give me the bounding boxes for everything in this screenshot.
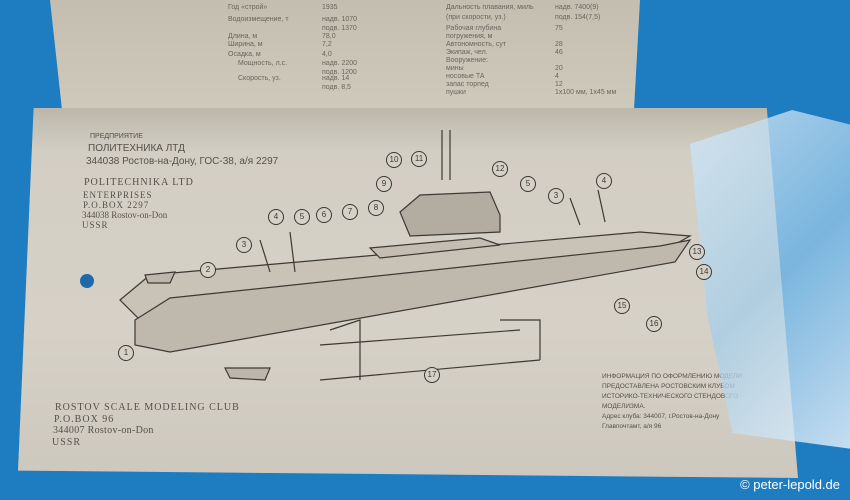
spec-value: 1x100 мм, 1x45 мм [555, 89, 617, 96]
spec-label: Скорость, уз. [238, 75, 281, 82]
company-ru-label: ПРЕДПРИЯТИЕ [90, 133, 143, 140]
rudder-part [224, 367, 271, 381]
watermark: © peter-lepold.de [740, 477, 840, 492]
club-ru-line: МОДЕЛИЗМА. [602, 403, 646, 410]
spec-label: Ширина, м [228, 41, 263, 48]
spec-label: Осадка, м [228, 51, 261, 58]
spec-label: пушки [446, 89, 466, 96]
company-ru-address: 344038 Ростов-на-Дону, ГОС-38, а/я 2297 [86, 156, 279, 167]
spec-value: 1935 [322, 4, 338, 11]
part-number: 1 [118, 345, 134, 361]
part-number: 8 [368, 200, 384, 216]
club-ru-line: Адрес клуба: 344007, г.Ростов-на-Дону [602, 413, 720, 420]
company-en-city: 344038 Rostov-on-Don [82, 210, 168, 220]
spec-value: 75 [555, 25, 563, 32]
conning-tower [399, 191, 501, 237]
company-ru-name: ПОЛИТЕХНИКА ЛТД [88, 143, 185, 154]
part-number: 9 [376, 176, 392, 192]
part-number: 16 [646, 316, 662, 332]
club-en-country: USSR [52, 437, 82, 448]
spec-label: носовые ТА [446, 73, 485, 80]
spec-value: 20 [555, 65, 563, 72]
top-spec-sheet [50, 0, 640, 108]
punch-hole [80, 274, 94, 288]
spec-label: Дальность плавания, миль [446, 4, 534, 11]
periscope [441, 130, 451, 180]
part-number: 10 [386, 152, 402, 168]
part-number: 15 [614, 298, 630, 314]
part-number: 5 [294, 209, 310, 225]
club-en-box: P.O.BOX 96 [54, 414, 115, 425]
spec-value: 4,0 [322, 51, 332, 58]
spec-label: Мощность, л.с. [238, 60, 288, 67]
club-ru-line: ИНФОРМАЦИЯ ПО ОФОРМЛЕНИЮ МОДЕЛИ [602, 373, 742, 380]
company-en-name: POLITECHNIKA LTD [84, 177, 194, 188]
spec-value: подв. 1200 [322, 69, 357, 76]
spec-label: (при скорости, уз.) [446, 14, 506, 21]
spec-label: Водоизмещение, т [228, 16, 289, 23]
deck [368, 237, 501, 259]
bow-part [144, 271, 176, 284]
part-number: 14 [696, 264, 712, 280]
spec-label: Год «строй» [228, 4, 268, 11]
spec-label: Вооружение: [446, 57, 489, 64]
spec-value: надв. 1070 [322, 16, 358, 23]
club-ru-line: Главпочтамт, а/я 96 [602, 423, 662, 430]
part-number: 11 [411, 151, 427, 167]
club-en-name: ROSTOV SCALE MODELING CLUB [55, 402, 240, 413]
spec-value: 46 [555, 49, 563, 56]
spec-value: 28 [555, 41, 563, 48]
company-en-line: ENTERPRISES [83, 190, 153, 200]
part-number: 6 [316, 207, 332, 223]
part-number: 7 [342, 204, 358, 220]
spec-label: Автономность, сут [446, 41, 507, 48]
club-ru-line: ИСТОРИКО-ТЕХНИЧЕСКОГО СТЕНДОВОГО [602, 393, 739, 400]
club-ru-info: ИНФОРМАЦИЯ ПО ОФОРМЛЕНИЮ МОДЕЛИ ПРЕДОСТА… [602, 372, 742, 432]
part-number: 12 [492, 161, 508, 177]
part-number: 4 [596, 173, 612, 189]
spec-value: 78,0 [322, 33, 336, 40]
part-number: 2 [200, 262, 216, 278]
part-number: 4 [268, 209, 284, 225]
club-ru-line: ПРЕДОСТАВЛЕНА РОСТОВСКИМ КЛУБОМ [602, 383, 735, 390]
hull-lower-half [134, 239, 692, 353]
railings [259, 189, 606, 273]
part-number: 17 [424, 367, 440, 383]
spec-label: Экипаж, чел. [446, 49, 488, 56]
spec-value: 7,2 [322, 41, 332, 48]
spec-label: погружения, м [446, 33, 493, 40]
spec-label: запас торпед [446, 81, 489, 88]
company-en-box: P.O.BOX 2297 [83, 200, 150, 210]
club-en-city: 344007 Rostov-on-Don [53, 425, 154, 436]
part-number: 3 [236, 237, 252, 253]
spec-value: 12 [555, 81, 563, 88]
spec-value: подв. 8,5 [322, 84, 351, 91]
spec-value: подв. 154(7,5) [555, 14, 601, 21]
spec-label: Длина, м [228, 33, 258, 40]
spec-label: Рабочая глубина [446, 25, 502, 32]
spec-value: 4 [555, 73, 559, 80]
part-number: 13 [689, 244, 705, 260]
spec-label: мины [446, 65, 464, 72]
part-number: 3 [548, 188, 564, 204]
part-number: 5 [520, 176, 536, 192]
spec-value: подв. 1370 [322, 25, 357, 32]
spec-value: надв. 14 [322, 75, 350, 82]
company-en-country: USSR [82, 220, 109, 230]
spec-value: надв. 2200 [322, 60, 358, 67]
spec-value: надв. 7400(9) [555, 4, 599, 11]
